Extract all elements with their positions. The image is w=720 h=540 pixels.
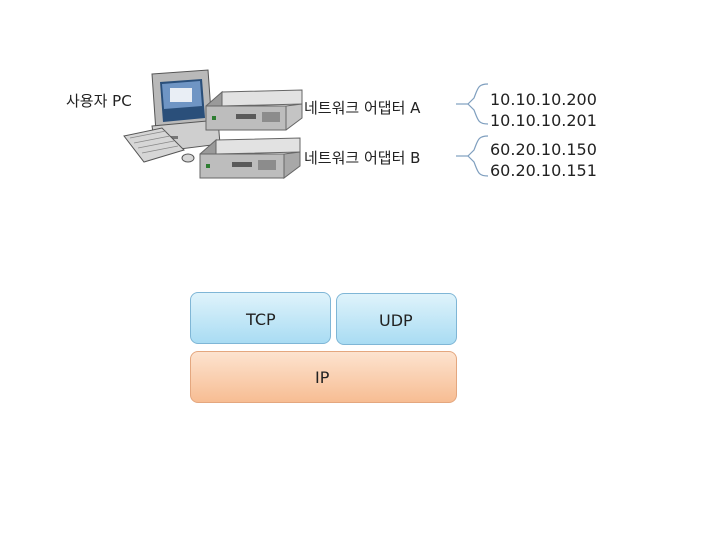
- ip-address: 60.20.10.151: [490, 160, 597, 181]
- brace-a: [468, 84, 488, 124]
- ip-label: IP: [315, 368, 329, 387]
- adapter-a-label: 네트워크 어댑터 A: [304, 97, 420, 118]
- ip-address: 10.10.10.201: [490, 110, 597, 131]
- udp-label: UDP: [379, 311, 413, 330]
- tcp-label: TCP: [246, 310, 276, 329]
- adapter-b-label: 네트워크 어댑터 B: [304, 147, 420, 168]
- ip-address: 60.20.10.150: [490, 139, 597, 160]
- brace-connectors: [454, 80, 490, 190]
- ip-address: 10.10.10.200: [490, 89, 597, 110]
- brace-b: [468, 136, 488, 176]
- network-adapter-a-icon: [200, 86, 304, 134]
- adapter-a-ip-list: 10.10.10.200 10.10.10.201: [490, 89, 597, 131]
- ip-layer-box: IP: [190, 351, 457, 403]
- udp-layer-box: UDP: [336, 293, 457, 345]
- tcp-layer-box: TCP: [190, 292, 331, 344]
- network-adapter-b-icon: [194, 134, 302, 182]
- adapter-b-ip-list: 60.20.10.150 60.20.10.151: [490, 139, 597, 181]
